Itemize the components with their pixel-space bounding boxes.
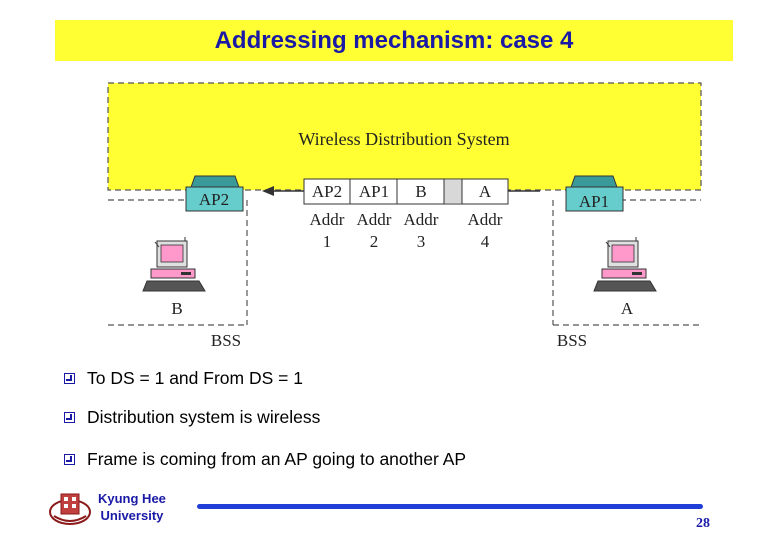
bullet-text: Frame is coming from an AP going to anot…: [87, 449, 467, 469]
bullet-text: Distribution system is wireless: [87, 407, 321, 427]
addr-number-4: 4: [481, 232, 490, 251]
addr-label-3: Addr: [404, 210, 439, 229]
frame-field-2: AP1: [359, 182, 389, 201]
wds-area: [107, 82, 702, 191]
checkbox-bullet-icon: [64, 454, 75, 465]
station-a-label: A: [621, 299, 634, 318]
addr-label-1: Addr: [310, 210, 345, 229]
bss-left-label: BSS: [211, 331, 241, 350]
bss-right-boundary: [552, 199, 701, 326]
ap1-device: [565, 175, 624, 212]
university-seal-icon: [49, 493, 91, 525]
bullet-item: To DS = 1 and From DS = 1: [64, 368, 303, 389]
computer-icon: [593, 237, 657, 292]
frame-field-3: B: [415, 182, 426, 201]
addr-label-2: Addr: [357, 210, 392, 229]
wds-label: Wireless Distribution System: [298, 129, 509, 149]
page-number: 28: [696, 516, 710, 531]
university-line-2: University: [100, 508, 164, 523]
footer-divider: [197, 504, 703, 509]
title-bar: Addressing mechanism: case 4: [55, 20, 733, 61]
frame-field-1: AP2: [312, 182, 342, 201]
addr-number-2: 2: [370, 232, 379, 251]
addr-number-3: 3: [417, 232, 426, 251]
bss-right-label: BSS: [557, 331, 587, 350]
university-line-1: Kyung Hee: [98, 491, 166, 506]
checkbox-bullet-icon: [64, 373, 75, 384]
frame-field-4: A: [479, 182, 492, 201]
computer-icon: [142, 237, 206, 292]
bss-left-boundary: [108, 199, 248, 326]
checkbox-bullet-icon: [64, 412, 75, 423]
ap2-device: [185, 175, 244, 212]
bullet-text: To DS = 1 and From DS = 1: [87, 368, 303, 388]
addr-label-4: Addr: [468, 210, 503, 229]
ap2-label: AP2: [199, 190, 229, 209]
university-name: Kyung Hee University: [98, 490, 166, 524]
frame-fields: [303, 178, 509, 205]
bullet-item: Frame is coming from an AP going to anot…: [64, 449, 466, 470]
bullet-item: Distribution system is wireless: [64, 407, 320, 428]
addr-number-1: 1: [323, 232, 332, 251]
frame-arrow-head: [262, 186, 274, 196]
station-b-label: B: [171, 299, 182, 318]
slide-title: Addressing mechanism: case 4: [214, 27, 574, 54]
ap1-label: AP1: [579, 192, 609, 211]
